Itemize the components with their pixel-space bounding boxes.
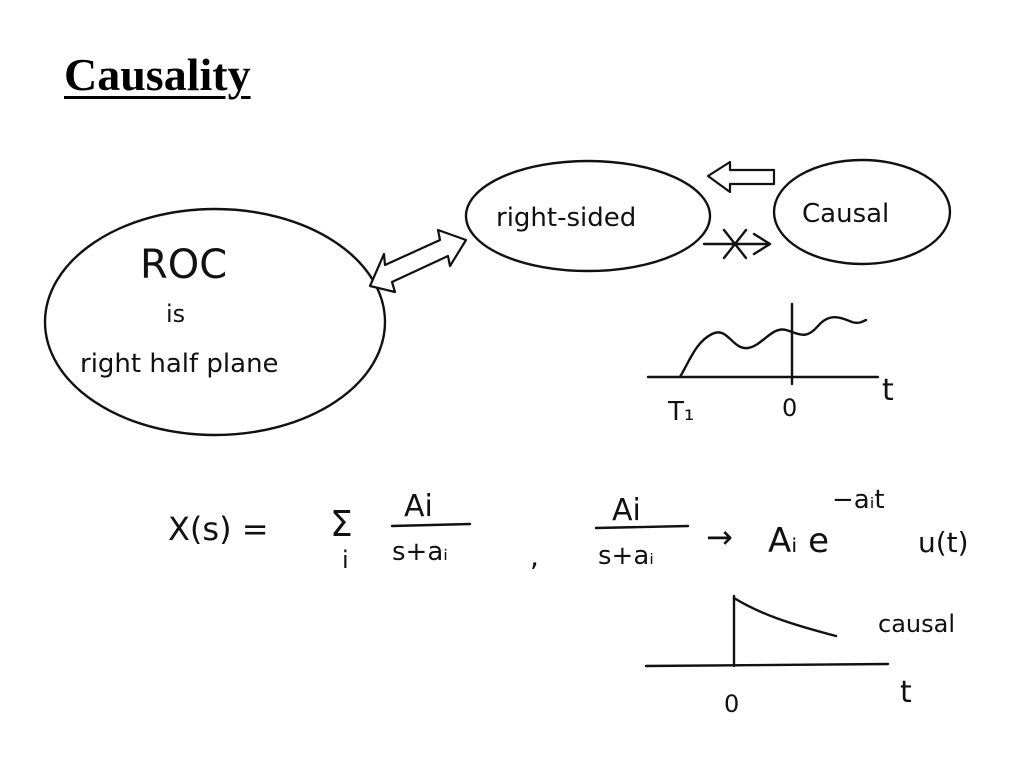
right-sided-label: right-sided [496,203,636,233]
plot2-decay-curve [732,596,838,638]
formula-lhs: X(s) = [168,510,269,548]
plot2-time-axis [644,662,890,668]
formula-sum-index: i [342,546,349,574]
formula-numerator: Ai [404,489,433,524]
roc-is-label: is [166,300,185,328]
formula-denominator-2: s+aᵢ [598,541,654,571]
formula-fraction-bar-2 [594,524,690,530]
roc-bubble [43,207,387,437]
plot2-t-label: t [900,675,912,710]
formula-sum-symbol: Σ [330,504,353,545]
plot1-zero-tick: 0 [782,394,797,422]
formula-comma: , [530,540,539,573]
double-arrow-icon [368,228,468,294]
not-implies-arrow-icon [702,228,772,260]
slide-title: Causality [64,49,251,100]
causal-signal-plot: causal t 0 [644,594,955,718]
plot1-signal-curve [678,316,868,379]
formula-result-step: u(t) [918,526,969,559]
plot2-zero-tick: 0 [724,690,739,718]
transfer-function-formula: X(s) = Σ i Ai s+aᵢ , Ai s+aᵢ → Aᵢ e −aᵢt… [168,485,969,574]
causal-bubble [772,158,952,266]
formula-arrow: → [706,518,733,556]
formula-fraction-bar [390,522,472,528]
right-sided-bubble [464,159,712,273]
roc-label: ROC [140,242,227,288]
right-sided-signal-plot: t T₁ 0 [646,302,894,427]
plot1-t-label: t [882,373,894,408]
plot1-T1-tick: T₁ [667,397,694,427]
roc-right-half-plane-label: right half plane [80,349,279,379]
formula-result-exponent: −aᵢt [832,485,885,515]
formula-denominator: s+aᵢ [392,537,448,567]
formula-result-base: Aᵢ e [768,521,829,561]
implies-arrow-icon [706,160,776,194]
causal-bubble-label: Causal [802,199,889,229]
plot2-causal-label: causal [878,610,955,638]
formula-numerator-2: Ai [612,493,641,528]
